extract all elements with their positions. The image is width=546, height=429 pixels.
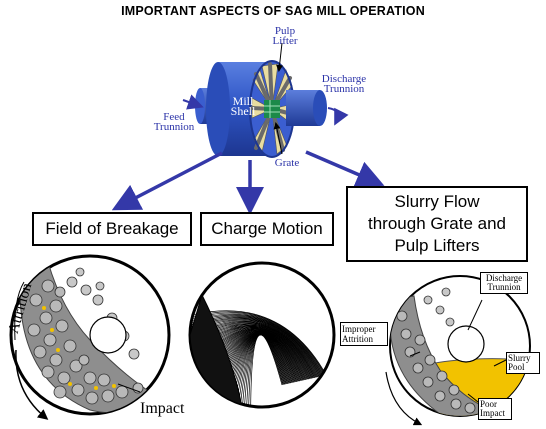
grate-shape [264,100,280,118]
field-of-breakage-figure [9,254,171,420]
yellow-fines [42,306,116,390]
diagram-title: IMPORTANT ASPECTS OF SAG MILL OPERATION [121,4,425,18]
slurry-flow-line-3: Pulp Lifters [394,236,480,255]
slurry-flow-line-1: Slurry Flow [394,192,480,211]
mill-shell-label: Mill Shell [230,94,256,118]
feed-trunnion-label: Feed Trunnion [153,111,195,133]
trajectory-line [191,312,326,376]
poor-impact-callout: Poor Impact [478,398,512,420]
sag-mill-illustration [182,42,349,158]
charge-motion-box: Charge Motion [200,212,334,246]
slurry-flow-figure [385,275,531,426]
discharge-trunnion-callout: Discharge Trunnion [480,272,528,294]
charge-motion-figure [188,261,336,409]
discharge-trunnion-label: Discharge Trunnion [321,73,367,95]
trajectory-line [192,311,326,376]
trajectory-line [192,310,327,376]
flow-arrows [111,150,385,215]
slurry-flow-box: Slurry Flow through Grate and Pulp Lifte… [346,186,528,262]
grate-label: Grate [274,157,300,169]
slurry-pool-callout: Slurry Pool [506,352,540,374]
field-of-breakage-box: Field of Breakage [32,212,192,246]
improper-attrition-callout: Improper Attrition [340,322,388,346]
pulp-lifter-label: Pulp Lifter [272,25,298,47]
impact-label: Impact [140,400,185,417]
slurry-flow-line-2: through Grate and [368,214,506,233]
